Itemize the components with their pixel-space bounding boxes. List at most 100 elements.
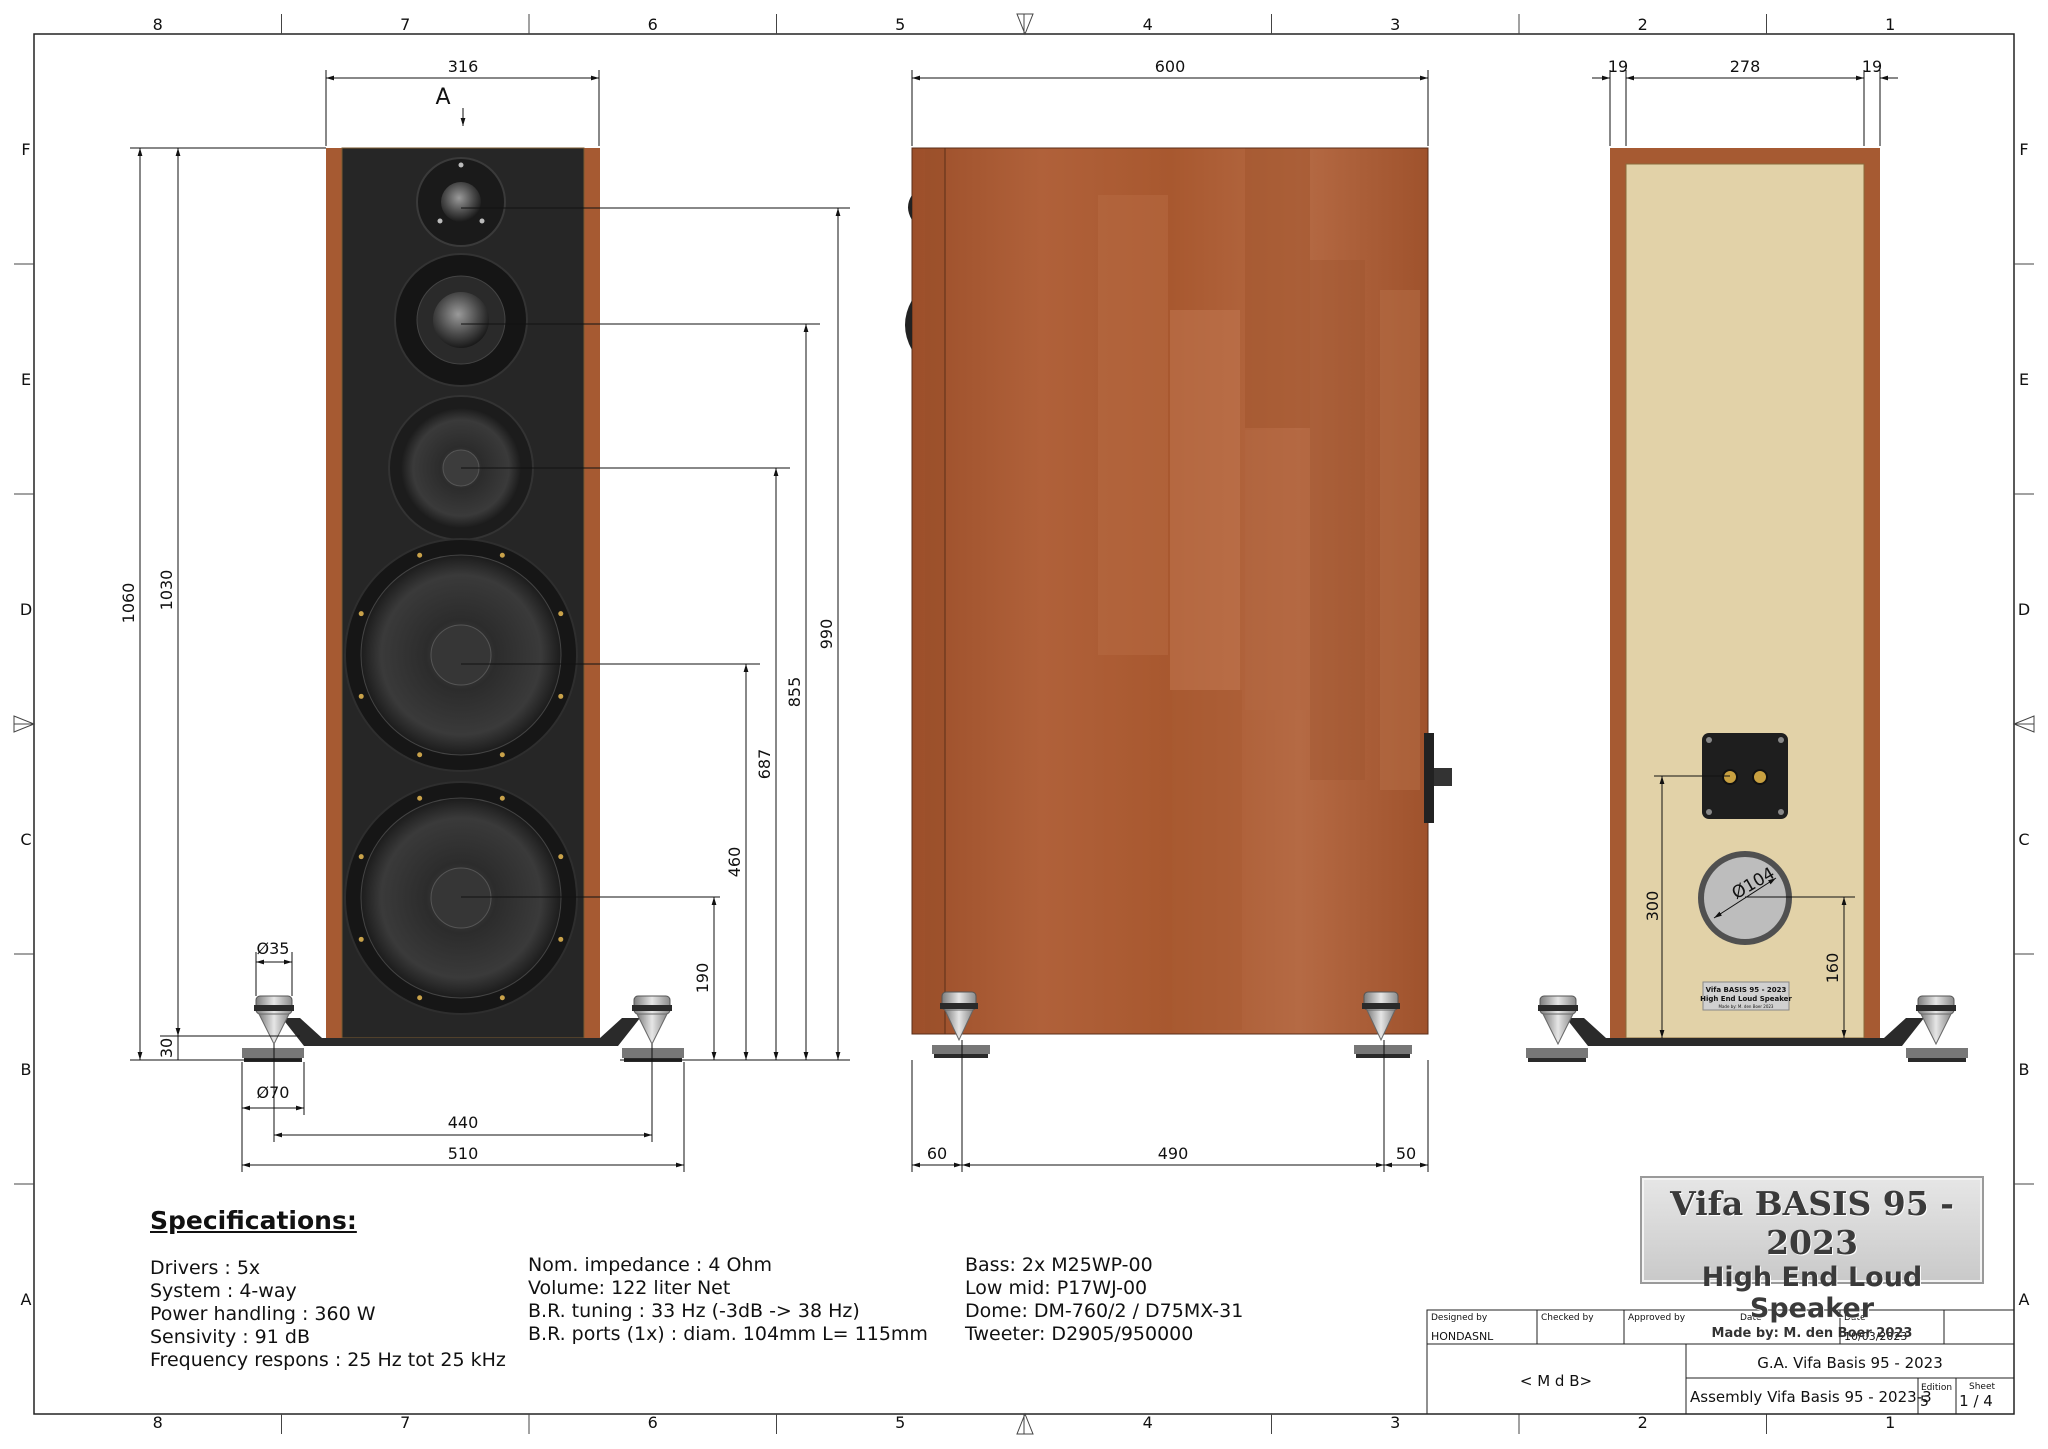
side-view — [905, 147, 1452, 1058]
dim-height-total: 1060 — [119, 583, 138, 624]
dim-side-spike-span: 490 — [1158, 1144, 1189, 1163]
dim-height-cabinet: 1030 — [157, 570, 176, 611]
dim-side-rear-offset: 50 — [1396, 1144, 1416, 1163]
driver-screw — [417, 795, 423, 801]
title-block: Designed by HONDASNL Checked by Approved… — [1426, 1309, 2015, 1415]
driver-screw — [417, 552, 423, 558]
tweeter-driver — [416, 157, 506, 247]
frame-column-label-top: 2 — [1638, 15, 1648, 34]
frame-row-label-right: C — [2018, 830, 2029, 849]
side-spike-rear — [1354, 991, 1412, 1058]
frame-row-label-right: D — [2018, 600, 2030, 619]
dim-lowmid-height: 687 — [755, 749, 774, 780]
driver-screw — [417, 995, 423, 1001]
drawing-title: Assembly Vifa Basis 95 - 2023-3 — [1690, 1388, 1932, 1406]
driver-screw — [499, 752, 505, 758]
frame-column-label-bottom: 5 — [895, 1413, 905, 1432]
spec-line: B.R. ports (1x) : diam. 104mm L= 115mm — [528, 1323, 928, 1345]
spec-line: System : 4-way — [150, 1280, 297, 1302]
dim-port-height: 160 — [1823, 953, 1842, 984]
dim-bass-lower-height: 190 — [693, 963, 712, 994]
frame-column-label-bottom: 6 — [648, 1413, 658, 1432]
frame-column-label-top: 1 — [1885, 15, 1895, 34]
dome-midrange-driver — [394, 253, 528, 387]
rear-spike-right — [1906, 995, 1968, 1062]
frame-column-label-top: 7 — [400, 15, 410, 34]
designed-by-label: Designed by — [1431, 1313, 1488, 1323]
frame-row-label-left: E — [21, 370, 31, 389]
sheet-label: Sheet — [1969, 1382, 1995, 1392]
front-cabinet-side-left — [326, 148, 342, 1038]
dim-side-front-offset: 60 — [927, 1144, 947, 1163]
frame-row-label-right: A — [2019, 1290, 2030, 1309]
dim-front-spike-span: 440 — [448, 1113, 479, 1132]
approved-by-label: Approved by — [1628, 1313, 1686, 1323]
project-title: G.A. Vifa Basis 95 - 2023 — [1757, 1354, 1943, 1372]
bass-driver-upper — [344, 538, 578, 772]
spec-line: Tweeter: D2905/950000 — [965, 1323, 1194, 1345]
sheet-value: 1 / 4 — [1959, 1392, 1993, 1410]
frame-row-label-left: B — [21, 1060, 32, 1079]
dim-side-depth: 600 — [1155, 57, 1186, 76]
specifications-title: Specifications: — [150, 1206, 357, 1235]
driver-screw — [499, 795, 505, 801]
frame-column-label-bottom: 3 — [1390, 1413, 1400, 1432]
frame-row-label-left: C — [20, 830, 31, 849]
driver-screw — [358, 693, 364, 699]
dim-tweeter-height: 990 — [817, 619, 836, 650]
rear-wall-right — [1864, 148, 1880, 1038]
logo-plate: Vifa BASIS 95 - 2023 High End Loud Speak… — [1640, 1176, 1984, 1341]
checked-by-label: Checked by — [1541, 1313, 1594, 1323]
frame-row-label-left: A — [21, 1290, 32, 1309]
driver-screw — [358, 854, 364, 860]
speaker-terminal — [1702, 733, 1788, 819]
driver-screw — [358, 936, 364, 942]
dim-foot-diameter: Ø70 — [257, 1083, 290, 1102]
rear-wall-left — [1610, 148, 1626, 1038]
dim-front-foot-span: 510 — [448, 1144, 479, 1163]
spec-line: B.R. tuning : 33 Hz (-3dB -> 38 Hz) — [528, 1300, 860, 1322]
frame-column-label-top: 4 — [1143, 15, 1153, 34]
rear-badge-line3: Made by: M. den Boer 2023 — [1719, 1004, 1774, 1009]
date-value: 10/03/2023 — [1844, 1330, 1907, 1343]
rear-spike-left — [1526, 995, 1588, 1062]
designed-by-value: HONDASNL — [1431, 1330, 1494, 1343]
frame-row-label-right: F — [2019, 140, 2028, 159]
front-spike-right — [622, 995, 684, 1062]
logo-maker: Made by: M. den Boer 2023 — [1711, 1326, 1913, 1341]
logo-title: Vifa BASIS 95 - 2023 — [1670, 1184, 1954, 1262]
edition-label: Edition — [1921, 1383, 1952, 1393]
frame-column-label-bottom: 7 — [400, 1413, 410, 1432]
frame-column-label-bottom: 4 — [1143, 1413, 1153, 1432]
date-label-2: Date — [1844, 1313, 1866, 1323]
rear-view: Vifa BASIS 95 - 2023 High End Loud Speak… — [1526, 148, 1968, 1062]
dim-rear-wall-left: 19 — [1608, 57, 1628, 76]
dim-rear-inner: 278 — [1730, 57, 1761, 76]
driver-screw — [558, 611, 564, 617]
logo-subtitle: High End Loud Speaker — [1701, 1262, 1923, 1324]
frame-column-label-top: 5 — [895, 15, 905, 34]
dim-plinth: 30 — [157, 1038, 176, 1058]
spec-line: Volume: 122 liter Net — [528, 1277, 731, 1299]
rear-badge: Vifa BASIS 95 - 2023 High End Loud Speak… — [1700, 981, 1792, 1011]
front-plinth — [282, 1018, 640, 1046]
edition-value: 5 — [1920, 1394, 1929, 1410]
dim-rear-wall-right: 19 — [1862, 57, 1882, 76]
spec-line: Dome: DM-760/2 / D75MX-31 — [965, 1300, 1244, 1322]
spec-line: Bass: 2x M25WP-00 — [965, 1254, 1153, 1276]
bass-driver-lower — [344, 781, 578, 1015]
rear-badge-line1: Vifa BASIS 95 - 2023 — [1706, 986, 1787, 994]
frame-row-label-right: E — [2019, 370, 2029, 389]
dim-spike-diameter: Ø35 — [257, 939, 290, 958]
spec-line: Low mid: P17WJ-00 — [965, 1277, 1148, 1299]
dimensions — [130, 70, 1898, 1172]
spec-line: Frequency respons : 25 Hz tot 25 kHz — [150, 1349, 506, 1371]
driver-screw — [499, 995, 505, 1001]
dim-terminal-height: 300 — [1643, 891, 1662, 922]
driver-screw — [358, 611, 364, 617]
